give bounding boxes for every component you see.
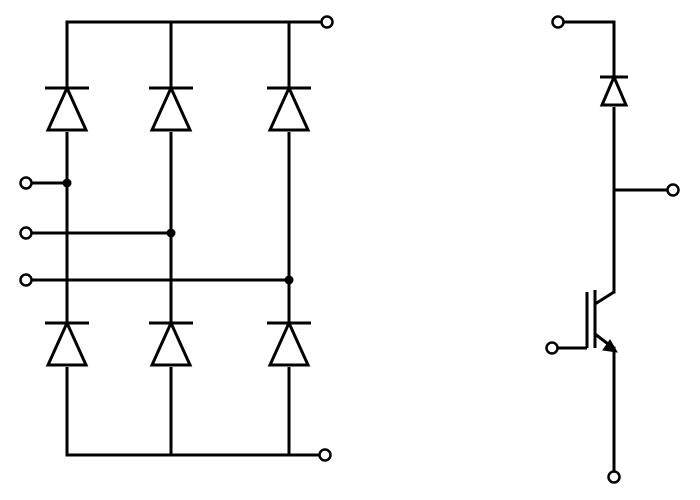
junction-dot-2 <box>166 228 176 238</box>
terminal-chopper-top <box>551 15 565 29</box>
diode-lower-1 <box>45 319 89 367</box>
chopper-diode <box>599 73 629 107</box>
brake-chopper-circuit <box>545 15 680 484</box>
igbt-transistor <box>555 290 618 474</box>
diode-upper-1 <box>45 84 89 132</box>
terminal-ac-input-3 <box>19 273 33 287</box>
diode-lower-2 <box>149 319 193 367</box>
terminal-chopper-output <box>666 183 680 197</box>
junction-dot-1 <box>62 178 72 188</box>
terminal-igbt-gate <box>545 341 559 355</box>
diode-upper-2 <box>149 84 193 132</box>
junction-dot-3 <box>284 275 294 285</box>
terminal-dc-negative <box>318 448 332 462</box>
terminal-ac-input-1 <box>19 176 33 190</box>
terminal-ac-input-2 <box>19 226 33 240</box>
three-phase-bridge-rectifier <box>19 15 334 462</box>
terminal-dc-positive <box>320 15 334 29</box>
diode-lower-3 <box>267 319 311 367</box>
diode-upper-3 <box>267 84 311 132</box>
terminal-igbt-emitter <box>607 470 621 484</box>
